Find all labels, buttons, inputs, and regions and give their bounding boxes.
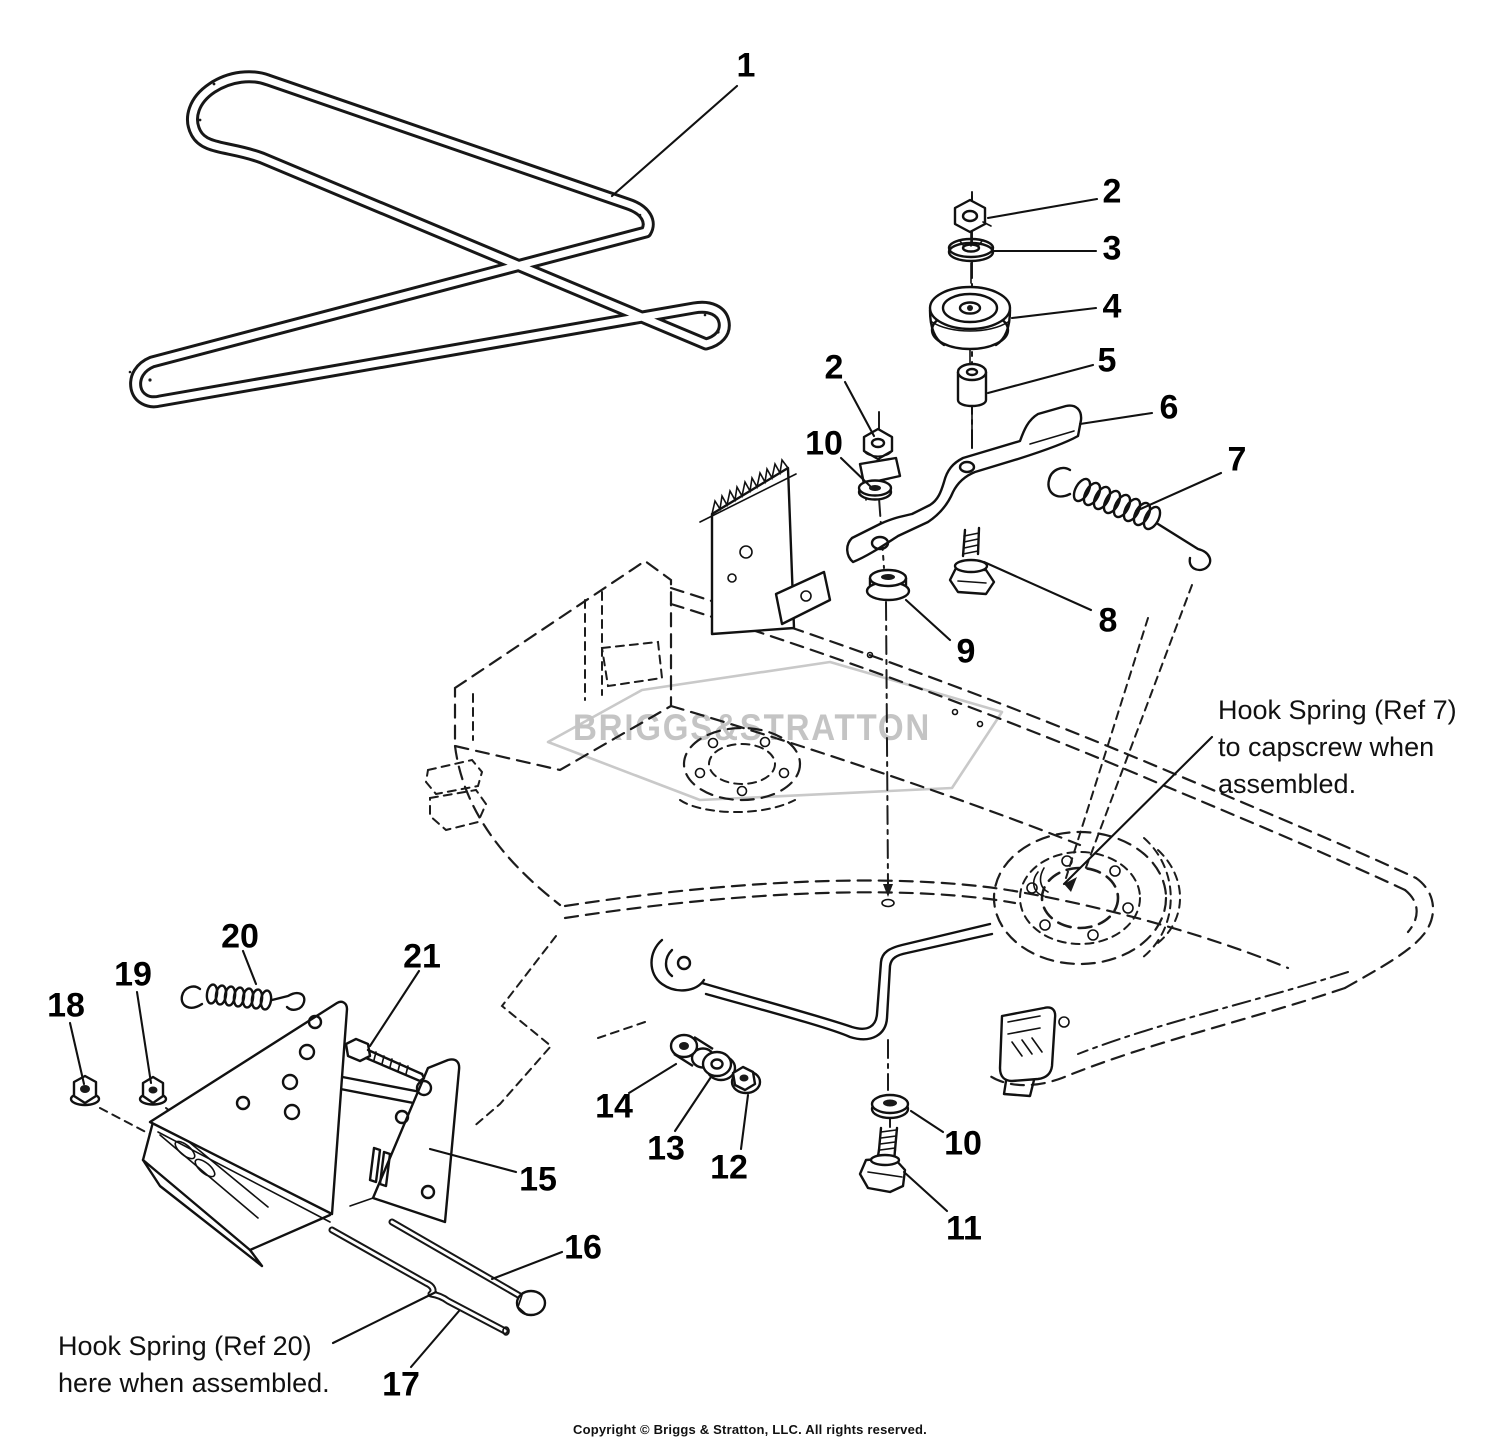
mount-bracket-assembly [69, 983, 547, 1336]
flange-nut-19 [138, 1075, 168, 1106]
note-20-leader [331, 1290, 438, 1345]
spacer-5 [956, 372, 988, 408]
idler-arm-assembly [846, 404, 1212, 897]
bracket-right-plate [371, 1058, 461, 1224]
rod-17 [328, 1226, 510, 1336]
bracket-left-plate [148, 1000, 349, 1216]
capscrew-8 [948, 526, 996, 596]
idler-arm-6 [846, 404, 1083, 564]
briggs-stratton-watermark-emblem: BRIGGS&STRATTON [546, 660, 1004, 802]
leader-lines [68, 84, 1223, 1369]
deck-solid-details [650, 456, 1057, 1098]
capscrew-21 [344, 1037, 426, 1083]
v-belt-drawing [128, 70, 731, 409]
flange-nut-18 [69, 1074, 101, 1107]
note-7-leader [1062, 735, 1214, 892]
extension-spring-7 [1047, 466, 1212, 572]
extension-spring-20 [180, 983, 306, 1011]
idler-pulley-stack [928, 195, 1012, 449]
bolt-11 [858, 1126, 907, 1194]
copyright-line: Copyright © Briggs & Stratton, LLC. All … [573, 1422, 927, 1437]
lower-hardware [669, 1033, 910, 1194]
hex-nut-2-top [953, 198, 987, 234]
bolt-16 [388, 1218, 547, 1317]
